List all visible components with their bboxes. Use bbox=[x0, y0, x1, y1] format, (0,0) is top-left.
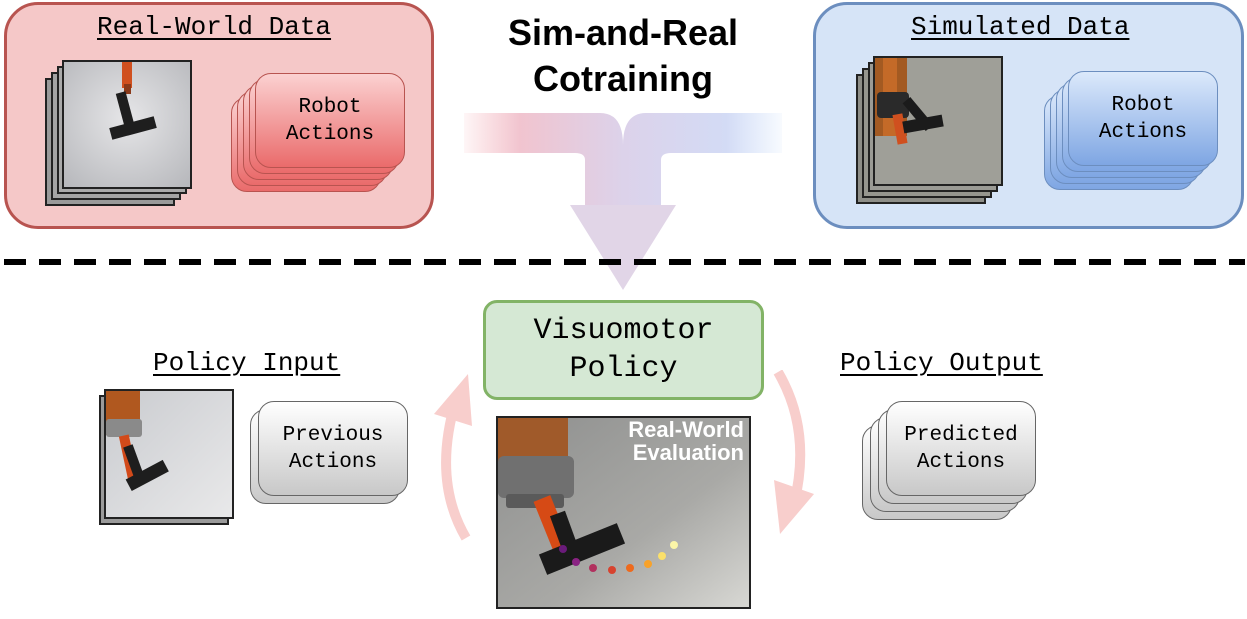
trajectory-dot bbox=[589, 564, 597, 572]
policy-line-1: Visuomotor bbox=[533, 314, 714, 348]
merge-arrow bbox=[464, 113, 782, 290]
predicted-actions-label: Predicted Actions bbox=[904, 423, 1018, 474]
real-robot-image bbox=[62, 60, 192, 189]
real-robot-actions-label: Robot Actions bbox=[285, 95, 375, 146]
action-card-front bbox=[258, 401, 408, 496]
cycle-arrow-up bbox=[434, 374, 472, 541]
trajectory-dot bbox=[608, 566, 616, 574]
action-card-front bbox=[1068, 71, 1218, 166]
evaluation-image bbox=[496, 416, 751, 609]
trajectory-dot bbox=[572, 558, 580, 566]
trajectory-dot bbox=[658, 552, 666, 560]
action-card-front bbox=[255, 73, 405, 168]
real-world-data-heading: Real-World Data bbox=[97, 12, 332, 42]
visuomotor-policy-box: Visuomotor Policy bbox=[483, 300, 764, 400]
trajectory-dot bbox=[670, 541, 678, 549]
trajectory-dot bbox=[626, 564, 634, 572]
action-card-front bbox=[886, 401, 1036, 496]
evaluation-line-2: Evaluation bbox=[632, 440, 744, 465]
title-line-2: Cotraining bbox=[533, 58, 713, 99]
evaluation-label: Real-World Evaluation bbox=[496, 418, 744, 464]
policy-output-heading: Policy Output bbox=[840, 348, 1043, 378]
policy-input-heading: Policy Input bbox=[153, 348, 341, 378]
evaluation-line-1: Real-World bbox=[628, 417, 744, 442]
trajectory-dot bbox=[559, 545, 567, 553]
cycle-arrow-down bbox=[773, 370, 814, 534]
previous-actions-label: Previous Actions bbox=[282, 423, 384, 474]
simulated-data-heading: Simulated Data bbox=[911, 12, 1130, 42]
sim-robot-actions-label: Robot Actions bbox=[1098, 93, 1188, 144]
trajectory-dot bbox=[644, 560, 652, 568]
trajectory-dots bbox=[559, 541, 678, 574]
diagram-title: Sim-and-Real Cotraining bbox=[470, 10, 776, 102]
section-divider bbox=[4, 259, 1245, 265]
input-robot-image bbox=[104, 389, 234, 519]
policy-line-2: Policy bbox=[569, 352, 678, 386]
sim-robot-image bbox=[873, 56, 1003, 186]
title-line-1: Sim-and-Real bbox=[507, 12, 739, 53]
